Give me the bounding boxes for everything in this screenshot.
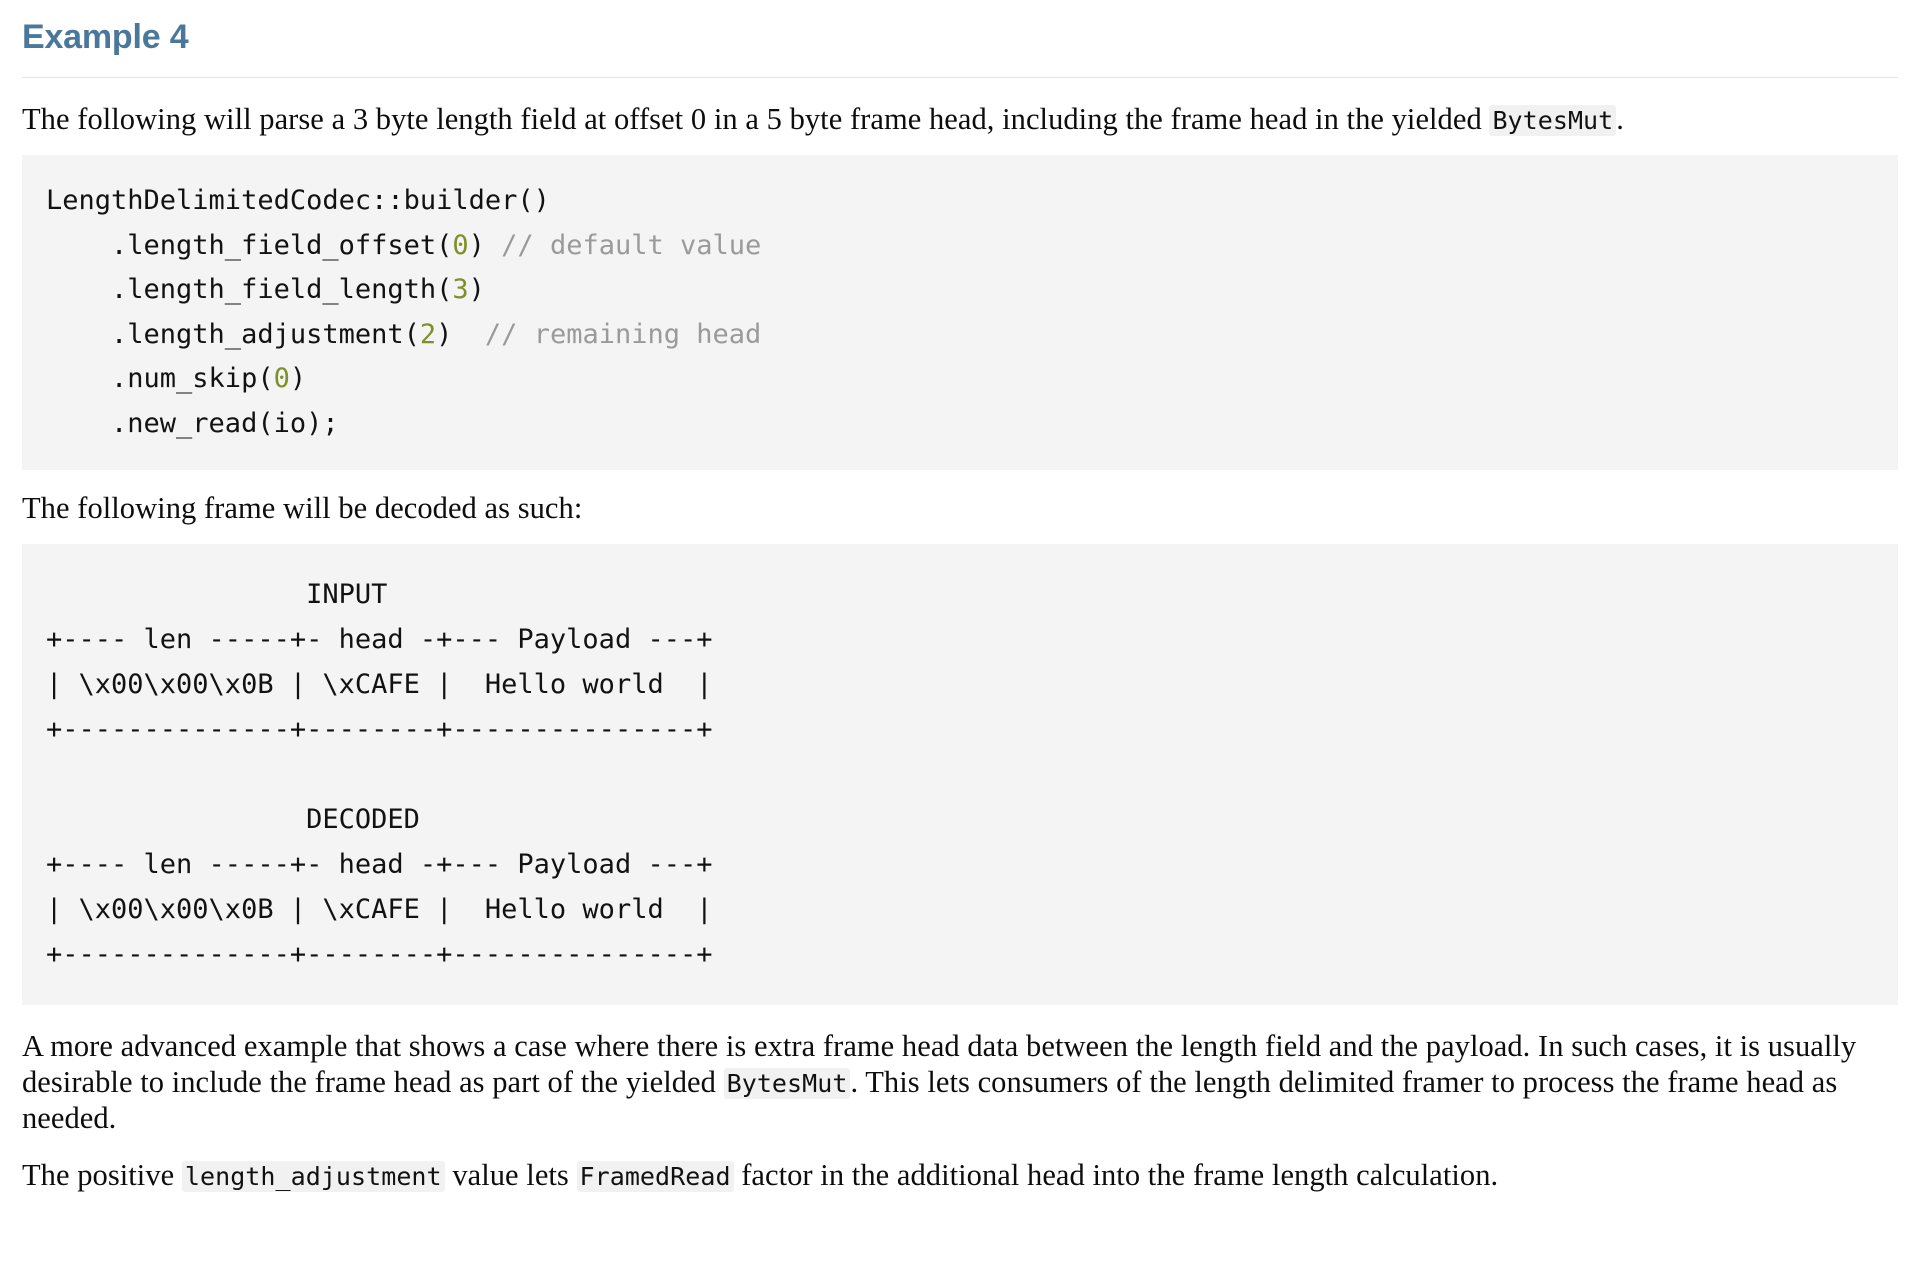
- code-token-plain: .length_field_offset(: [46, 229, 453, 261]
- advanced-text-part1: A more advanced example that shows a cas…: [22, 1029, 1857, 1100]
- code-token-plain: .length_field_length(: [46, 274, 453, 306]
- code-token-number: 0: [452, 229, 469, 261]
- code-token-number: 3: [452, 274, 469, 306]
- positive-text-part1: The positive: [22, 1158, 182, 1193]
- page-title: Example 4: [22, 18, 189, 56]
- intro-paragraph: The following will parse a 3 byte length…: [22, 102, 1898, 138]
- code-token-plain: LengthDelimitedCodec::builder(): [46, 185, 550, 217]
- inline-code-length-adjustment: length_adjustment: [181, 1161, 445, 1193]
- code-token-plain: ): [468, 229, 502, 261]
- inline-code-bytesmut-2: BytesMut: [723, 1068, 851, 1100]
- code-token-comment: // remaining head: [484, 318, 762, 350]
- frame-paragraph: The following frame will be decoded as s…: [22, 491, 583, 526]
- code-token-plain: ): [468, 274, 485, 306]
- code-token-plain: .num_skip(: [46, 363, 274, 395]
- code-token-plain: ): [289, 363, 307, 395]
- code-token-comment: // default value: [501, 229, 762, 261]
- heading-divider: [22, 77, 1898, 79]
- code-token-plain: .new_read(io);: [46, 407, 339, 439]
- positive-text-part2: value lets: [444, 1158, 577, 1193]
- frame-diagram-block: INPUT +---- len -----+- head -+--- Paylo…: [22, 544, 1898, 1006]
- inline-code-framedread: FramedRead: [576, 1161, 734, 1193]
- code-token-plain: ): [436, 318, 485, 350]
- inline-code-bytesmut: BytesMut: [1489, 105, 1617, 137]
- positive-text-part3: factor in the additional head into the f…: [733, 1158, 1499, 1193]
- advanced-text-part2: . This lets consumers of the length deli…: [22, 1065, 1838, 1136]
- builder-code-block: LengthDelimitedCodec::builder() .length_…: [22, 155, 1898, 471]
- code-token-plain: .length_adjustment(: [46, 318, 420, 350]
- advanced-paragraph: A more advanced example that shows a cas…: [22, 1029, 1898, 1137]
- code-token-number: 0: [273, 363, 290, 395]
- intro-text-after: .: [1616, 102, 1624, 137]
- code-token-number: 2: [419, 318, 437, 350]
- intro-text-before: The following will parse a 3 byte length…: [22, 102, 1490, 137]
- doc-page: Example 4 The following will parse a 3 b…: [0, 18, 1920, 1194]
- positive-paragraph: The positive length_adjustment value let…: [22, 1158, 1898, 1194]
